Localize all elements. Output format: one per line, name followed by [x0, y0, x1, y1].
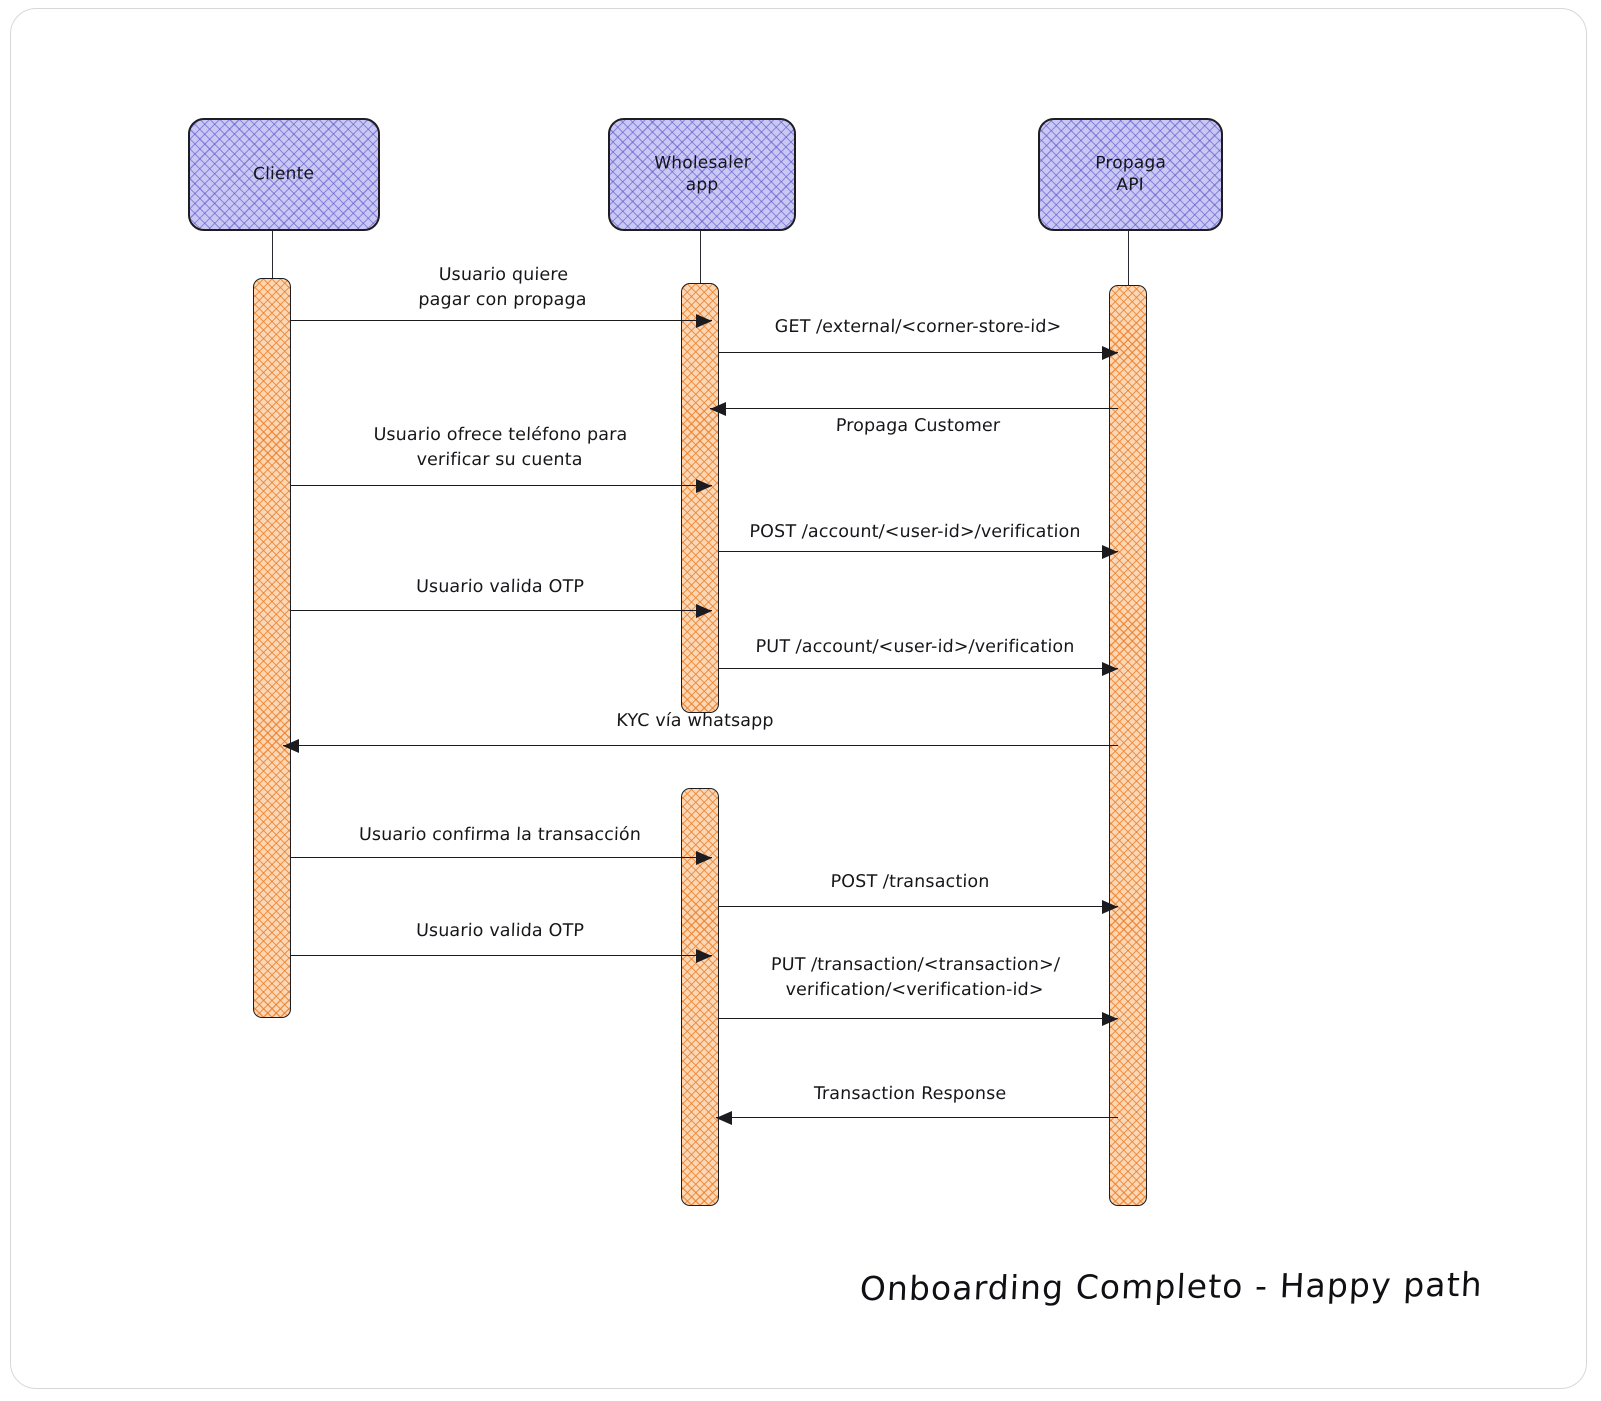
- arrowhead-right-m9: [696, 850, 712, 865]
- message-line-m4: [291, 485, 712, 486]
- message-line-m1: [291, 320, 712, 321]
- arrowhead-right-m11: [696, 948, 712, 963]
- message-line-m11: [291, 955, 712, 956]
- activation-bar-cliente: [253, 278, 291, 1018]
- lifeline-cliente: [272, 231, 273, 278]
- participant-box-propaga[interactable]: Propaga API: [1038, 118, 1223, 231]
- participant-box-wholesaler[interactable]: Wholesaler app: [608, 118, 796, 231]
- message-label-m11: Usuario valida OTP: [415, 921, 585, 941]
- lifeline-propaga: [1128, 231, 1129, 285]
- arrowhead-right-m12: [1102, 1011, 1118, 1026]
- arrowhead-right-m4: [696, 478, 712, 493]
- arrowhead-left-m3: [710, 401, 726, 416]
- message-line-m8: [283, 745, 1118, 746]
- message-label-m12: PUT /transaction/<transaction>/ verifica…: [770, 955, 1061, 1000]
- diagram-title: Onboarding Completo - Happy path: [859, 1264, 1484, 1309]
- message-label-m7: PUT /account/<user-id>/verification: [755, 637, 1075, 657]
- participant-label-propaga: Propaga API: [1095, 152, 1167, 195]
- message-line-m10: [719, 906, 1118, 907]
- participant-label-wholesaler: Wholesaler app: [653, 152, 751, 195]
- message-label-m9: Usuario confirma la transacción: [358, 825, 642, 845]
- message-line-m3: [710, 408, 1118, 409]
- arrowhead-right-m10: [1102, 899, 1118, 914]
- arrowhead-left-m8: [283, 738, 299, 753]
- activation-bar-wholesaler: [681, 283, 719, 713]
- lifeline-wholesaler: [700, 231, 701, 283]
- participant-label-cliente: Cliente: [253, 163, 315, 184]
- message-label-m8: KYC vía whatsapp: [615, 711, 775, 731]
- message-line-m13: [716, 1117, 1118, 1118]
- message-label-m2: GET /external/<corner-store-id>: [774, 317, 1062, 337]
- message-label-m10: POST /transaction: [830, 872, 990, 892]
- arrowhead-right-m5: [1102, 544, 1118, 559]
- arrowhead-right-m7: [1102, 661, 1118, 676]
- message-label-m1: Usuario quiere pagar con propaga: [418, 265, 588, 310]
- arrowhead-right-m1: [696, 313, 712, 328]
- message-line-m12: [719, 1018, 1118, 1019]
- message-line-m9: [291, 857, 712, 858]
- message-line-m5: [719, 551, 1118, 552]
- activation-bar-propaga: [1109, 285, 1147, 1206]
- message-line-m6: [291, 610, 712, 611]
- arrowhead-left-m13: [716, 1110, 732, 1125]
- participant-box-cliente[interactable]: Cliente: [188, 118, 380, 231]
- message-line-m7: [719, 668, 1118, 669]
- message-label-m3: Propaga Customer: [835, 416, 1001, 436]
- message-line-m2: [719, 352, 1118, 353]
- arrowhead-right-m2: [1102, 345, 1118, 360]
- message-label-m13: Transaction Response: [813, 1084, 1007, 1104]
- message-label-m5: POST /account/<user-id>/verification: [749, 522, 1081, 542]
- message-label-m4: Usuario ofrece teléfono para verificar s…: [373, 425, 628, 470]
- arrowhead-right-m6: [696, 603, 712, 618]
- message-label-m6: Usuario valida OTP: [415, 577, 585, 597]
